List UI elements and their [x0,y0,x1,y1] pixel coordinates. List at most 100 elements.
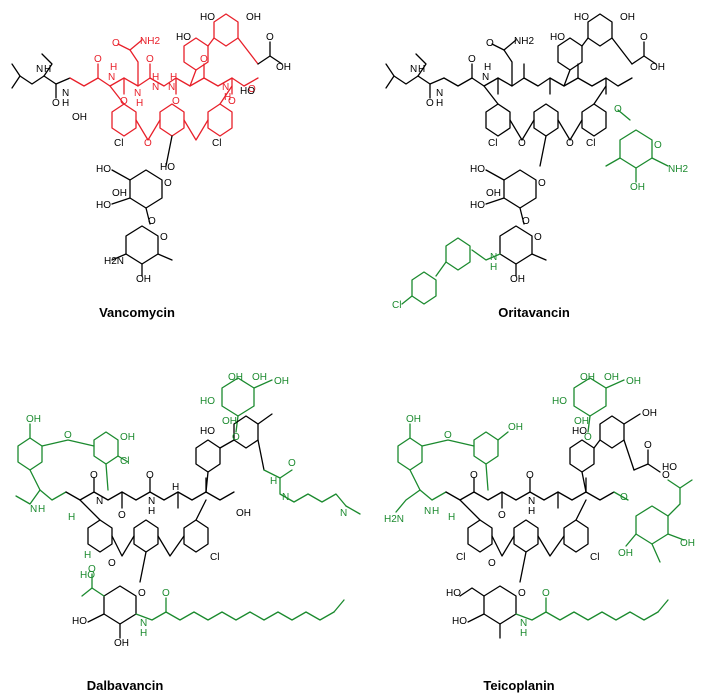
atom-label: H [152,72,159,83]
atom-label: OH [580,372,595,383]
atom-label: O [488,558,496,569]
atom-label: H [448,512,455,523]
atom-label: HO [470,200,485,211]
atom-label: HO [200,426,215,437]
atom-label: O [538,178,546,189]
atom-label: Cl [114,138,123,149]
molecule-caption-teicoplanin: Teicoplanin [483,678,554,693]
atom-label: Cl [586,138,595,149]
atom-label: N [222,82,229,93]
atom-label: HO [200,396,215,407]
atom-label: O [120,96,128,107]
atom-label: OH [26,414,41,425]
atom-label: OH [642,408,657,419]
atom-label: O [288,458,296,469]
atom-label: N [36,64,43,75]
atom-label: O [228,96,236,107]
atom-label: HO [80,570,95,581]
atom-label: H [172,482,179,493]
atom-label: HO [452,616,467,627]
atom-label: OH [618,548,633,559]
atom-label: O [146,54,154,65]
atom-label: OH [136,274,151,285]
atom-label: O [644,440,652,451]
atom-label: OH [406,414,421,425]
atom-label: O [172,96,180,107]
atom-label: OH [508,422,523,433]
atom-label: O [584,432,592,443]
atom-label: HO [176,32,191,43]
atom-label: H [136,98,143,109]
atom-label: OH [222,416,237,427]
atom-label: HO [550,32,565,43]
atom-label: O [486,38,494,49]
atom-label: HO [200,12,215,23]
atom-label: OH [72,112,87,123]
atom-label: HO [96,200,111,211]
dalbavancin-structure: OH O OH Cl OH OH HO OH O OH N H O HO H N… [15,372,361,693]
atom-label: N [140,618,147,629]
atom-label: O [88,564,96,575]
atom-label: N [482,72,489,83]
atom-label: O [614,104,622,115]
vancomycin-atom-labels: N H N H O O H N O N H N H O H N O O N H … [36,12,291,285]
atom-label: O [620,492,628,503]
atom-label: N [96,496,103,507]
atom-label: O [162,588,170,599]
atom-label: O [146,470,154,481]
atom-label: Cl [488,138,497,149]
teicoplanin-structure: OH O OH OH OH HO OH O OH H2N N H O H O H… [384,372,695,693]
atom-label: Cl [210,552,219,563]
atom-label: H [528,506,535,517]
atom-label: O [108,558,116,569]
dalbavancin-atom-labels: OH O OH Cl OH OH HO OH O OH N H O HO H N… [26,372,347,649]
atom-label: Cl [590,552,599,563]
atom-label: O [52,98,60,109]
atom-label: HO [446,588,461,599]
atom-label: O [138,588,146,599]
molecule-caption-oritavancin: Oritavancin [498,305,570,320]
atom-label: H [68,512,75,523]
atom-label: O [542,588,550,599]
atom-label: H [224,92,231,103]
atom-label: O [144,138,152,149]
atom-label: OH [246,12,261,23]
atom-label: H [62,98,69,109]
atom-label: O [94,54,102,65]
atom-label: O [468,54,476,65]
atom-label: OH [228,372,243,383]
atom-label: OH [510,274,525,285]
atom-label: OH [626,376,641,387]
atom-label: OH [574,416,589,427]
atom-label: OH [650,62,665,73]
oritavancin-atom-labels: N H N H O O N H NH2 O HO OH HO OH O O Cl… [392,12,688,311]
atom-label: HO [552,396,567,407]
atom-label: H2N [104,256,124,267]
atom-label: N [148,496,155,507]
atom-label: OH [120,432,135,443]
atom-label: HO [96,164,111,175]
atom-label: H [140,628,147,639]
atom-label: H [170,72,177,83]
atom-label: N [152,82,159,93]
atom-label: OH [630,182,645,193]
vancomycin-structure: N H N H O O H N O N H N H O H N O O N H … [11,12,291,320]
atom-label: O [164,178,172,189]
atom-label: Cl [120,456,129,467]
molecule-caption-dalbavancin: Dalbavancin [87,678,164,693]
atom-label: O [534,232,542,243]
atom-label: O [662,470,670,481]
atom-label: OH [274,376,289,387]
atom-label: HO [240,86,255,97]
atom-label: OH [252,372,267,383]
atom-label: H [38,504,45,515]
atom-label: O [200,54,208,65]
atom-label: O [118,510,126,521]
atom-label: N [108,72,115,83]
atom-label: O [498,510,506,521]
atom-label: O [444,430,452,441]
atom-label: OH [276,62,291,73]
atom-label: O [64,430,72,441]
atom-label: Cl [456,552,465,563]
atom-label: NH2 [514,36,534,47]
